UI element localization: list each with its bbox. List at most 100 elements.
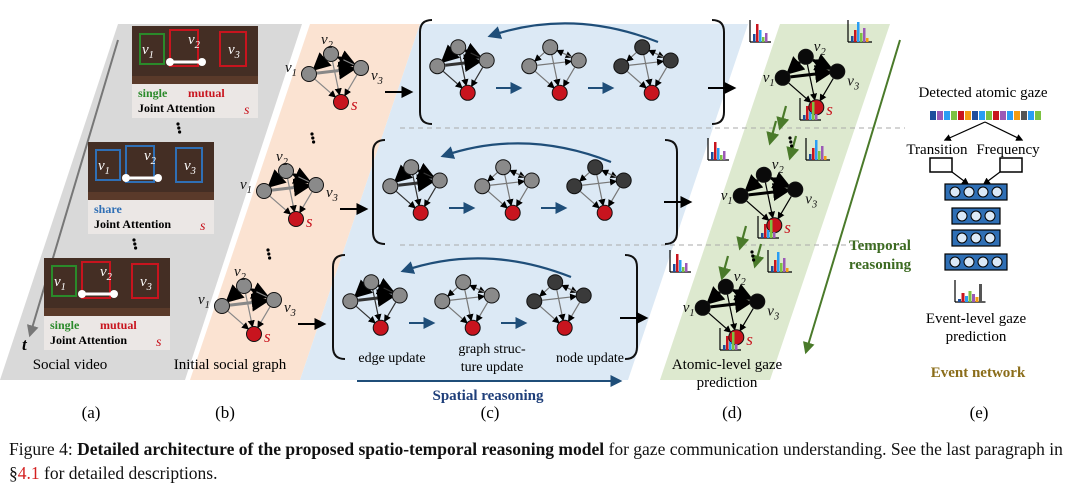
v2-subscript: 2: [151, 156, 157, 167]
v3-subscript: 3: [377, 76, 383, 87]
graph-edge: [551, 54, 561, 87]
histogram-bar: [815, 140, 818, 160]
network-unit: [977, 256, 989, 268]
caption-text-end: for detailed descriptions.: [39, 463, 218, 483]
bracket-left: [332, 254, 346, 360]
graph-edge: [726, 294, 738, 331]
spatial-row: [372, 139, 678, 245]
graph-edge: [393, 164, 413, 184]
detection-box: [81, 261, 111, 299]
step-label-structure-update: ture update: [461, 360, 524, 375]
histogram-bar: [765, 33, 768, 42]
v1-label: v1: [142, 42, 154, 61]
graph-edge: [291, 173, 310, 183]
ellipsis-dot: [132, 238, 136, 242]
histogram-bar: [961, 293, 965, 302]
temporal-update-arrow: [751, 243, 765, 269]
caption-ref-link[interactable]: 4.1: [17, 463, 40, 483]
v3-label: v3: [284, 300, 296, 319]
atomic-label: prediction: [697, 375, 758, 391]
network-unit: [984, 210, 996, 222]
v1-subscript: 1: [105, 166, 110, 177]
graph-edge: [509, 169, 525, 178]
graph-node-v2: [542, 39, 559, 56]
spatial-row: [419, 19, 725, 125]
graph-edge: [267, 169, 287, 189]
graph-node-s: [412, 204, 429, 221]
network-unit: [991, 186, 1003, 198]
graph-edge: [287, 178, 297, 213]
event-level-label: Event-level gaze: [926, 311, 1027, 327]
graph-node-v3: [787, 181, 804, 198]
histogram-bar: [809, 154, 812, 160]
graph-node-v1: [521, 58, 538, 75]
detection-box: [139, 33, 165, 65]
v3-subscript: 3: [773, 312, 779, 323]
step-label-structure-update: graph struc-: [458, 342, 526, 357]
network-unit: [970, 232, 982, 244]
ellipsis-dot: [789, 140, 793, 144]
graph-node-v1: [774, 69, 791, 86]
ellipsis-dot: [312, 140, 316, 144]
graph-node-v2: [455, 274, 472, 291]
graph-edge: [601, 169, 617, 178]
v2-subscript: 2: [820, 47, 826, 58]
graph-node-v3: [266, 292, 282, 308]
graph-edge: [739, 308, 754, 332]
graph-node-v2: [717, 278, 734, 295]
temporal-update-arrow: [776, 105, 790, 131]
merge-arrow: [982, 171, 1001, 185]
graph-node-s: [643, 84, 660, 101]
network-unit: [963, 256, 975, 268]
graph-node-v2: [278, 163, 294, 179]
graph-edge: [743, 174, 764, 193]
v1-label: v1: [198, 292, 210, 311]
histogram-bar: [764, 224, 767, 238]
graph-node-v2: [587, 159, 604, 176]
frequency-box: [999, 157, 1023, 173]
graph-node-v3: [391, 287, 408, 304]
frame-s-label: s: [156, 335, 162, 350]
detected-atomic-gaze-label: Detected atomic gaze: [918, 85, 1047, 101]
graph-edge: [464, 289, 474, 322]
graph-edge: [353, 279, 373, 299]
graph-node-v3: [308, 177, 324, 193]
bracket-left: [372, 139, 386, 245]
v1-label: v1: [285, 60, 297, 79]
graph-edge: [245, 293, 255, 328]
network-unit: [949, 256, 961, 268]
v3-label: v3: [184, 158, 196, 177]
bracket-left: [419, 19, 433, 125]
gaze-sequence-cell: [944, 111, 950, 120]
graph-node-v1: [474, 178, 491, 195]
gaze-tag: mutual: [188, 86, 225, 100]
v1-subscript: 1: [727, 196, 732, 207]
graph-edge: [269, 195, 292, 215]
histogram-bar: [676, 254, 679, 272]
graph-node-v3: [483, 287, 500, 304]
frame-caption-band: [88, 200, 214, 234]
gaze-tag: single: [50, 318, 80, 332]
graph-node-v2: [403, 159, 420, 176]
v3-label: v3: [371, 68, 383, 87]
graph-edge: [534, 71, 555, 89]
graph-node-s: [556, 319, 573, 336]
graph-node-s: [372, 319, 389, 336]
graph-node-v1: [382, 178, 399, 195]
v1-label: v1: [54, 274, 66, 293]
detection-box: [125, 145, 155, 183]
v3-label: v3: [228, 42, 240, 61]
histogram-bar: [968, 291, 972, 302]
loop-arrow: [487, 22, 659, 44]
graph-edge: [314, 78, 337, 98]
graph-node-s: [464, 319, 481, 336]
graph-edge: [568, 302, 581, 323]
gaze-dot: [78, 290, 86, 298]
v3-subscript: 3: [190, 166, 196, 177]
graph-node-v2: [495, 159, 512, 176]
bracket-right: [711, 19, 725, 125]
